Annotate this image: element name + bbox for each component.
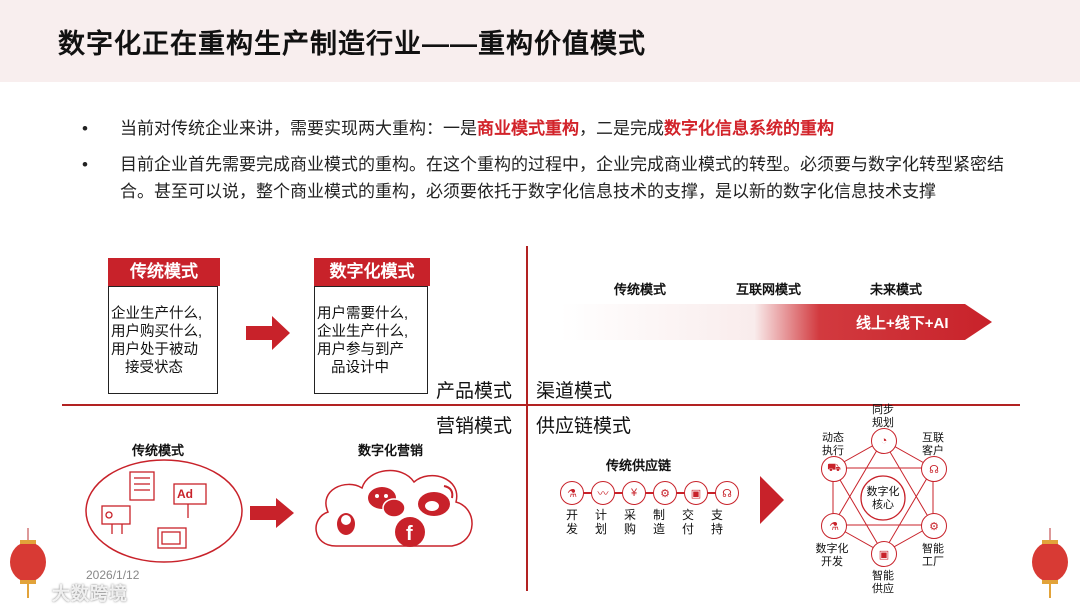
channel-arrow-text: 线上+线下+AI [856,315,949,332]
node-label-sync-planning: 同步规划 [872,404,894,429]
node-label-digital-development: 数字化开发 [815,543,849,568]
headset-icon: ☊ [715,481,739,505]
facebook-icon: f [395,517,425,547]
bullet-1-highlight-1: 商业模式重构 [477,119,579,138]
chart-icon: 〰 [591,481,615,505]
traditional-line: 接受状态 [125,360,183,376]
node-label-smart-factory: 智能工厂 [922,543,944,568]
traditional-model-box: 企业生产什么, 用户购买什么, 用户处于被动 接受状态 [108,286,218,394]
digital-development-icon: ⚗ [821,513,847,539]
digital-network-diagram [832,439,934,554]
marketing-traditional-title: 传统模式 [132,443,185,458]
bullet-1-mid: ，二是完成 [579,119,664,138]
supply-chain-labels: 开发 计划 采购 制造 交付 支持 [565,508,724,536]
digital-model-header: 数字化模式 [314,258,430,286]
supply-step-label: 计划 [594,508,607,536]
digital-core-label: 数字化核心 [866,486,900,511]
gears-icon: ⚙ [653,481,677,505]
traditional-media-ellipse [85,459,243,563]
supply-chain-steps: ⚗ 〰 ¥ ⚙ ▣ ☊ [560,481,739,505]
weibo-icon [418,485,454,516]
supply-step-label: 采购 [623,508,636,536]
supply-step-label: 制造 [652,508,665,536]
smart-supply-icon: ▣ [871,541,897,567]
digital-model-box: 用户需要什么, 企业生产什么, 用户参与到产 品设计中 [314,286,428,394]
supply-chain-title: 传统供应链 [606,458,672,473]
connected-customer-icon: ☊ [921,456,947,482]
watermark: 大数跨境 [52,584,128,604]
ad-sign-icon [173,483,207,518]
page-title: 数字化正在重构生产制造行业——重构价值模式 [58,29,646,59]
chevron-right-icon [760,476,784,524]
purchase-icon: ¥ [622,481,646,505]
digital-line: 品设计中 [331,360,389,376]
arrow-right-icon [250,498,294,528]
channel-stage-traditional: 传统模式 [614,282,667,297]
channel-stage-internet: 互联网模式 [736,282,802,297]
svg-text:f: f [406,523,413,545]
qq-icon [337,513,355,535]
truck-icon: ▣ [684,481,708,505]
header-band [0,0,1080,82]
bullet-dot: • [82,119,88,138]
traditional-model-header: 传统模式 [108,258,220,286]
footer-date: 2026/1/12 [86,568,140,582]
lantern-left-icon [10,528,46,598]
billboard-icon [101,505,131,534]
bullet-1: • 当前对传统企业来讲，需要实现两大重构：一是商业模式重构，二是完成数字化信息系… [82,115,982,142]
supply-step-label: 支持 [710,508,723,536]
sync-planning-icon: ◔ [871,428,897,454]
digital-channels-cloud: f [315,469,473,547]
ad-label: Ad [177,487,193,501]
quadrant-label-marketing: 营销模式 [436,416,513,437]
marketing-digital-title: 数字化营销 [358,443,424,458]
quadrant-horizontal-divider [62,404,1020,406]
arrow-right-icon [246,316,290,350]
quadrant-label-supply-chain: 供应链模式 [536,416,632,437]
channel-stage-future: 未来模式 [870,282,923,297]
node-label-connected-customer: 互联客户 [922,432,944,457]
smart-factory-icon: ⚙ [921,513,947,539]
tv-icon [157,527,187,549]
traditional-line: 企业生产什么, [111,306,203,322]
lantern-right-icon [1032,528,1068,598]
digital-line: 企业生产什么, [317,324,409,340]
digital-line: 用户参与到产 [317,342,404,358]
wechat-icon [368,487,406,518]
flask-icon: ⚗ [560,481,584,505]
channel-evolution-arrow [560,304,992,340]
bullet-1-highlight-2: 数字化信息系统的重构 [664,119,834,138]
supply-step-label: 交付 [681,508,694,536]
supply-step-label: 开发 [565,508,578,536]
bullet-1-text: 当前对传统企业来讲，需要实现两大重构：一是 [120,119,477,138]
traditional-line: 用户处于被动 [111,342,198,358]
traditional-line: 用户购买什么, [111,324,203,340]
quadrant-label-product: 产品模式 [436,381,513,402]
dynamic-execution-icon: ⛟ [821,456,847,482]
node-label-smart-supply: 智能供应 [872,570,894,595]
bullet-2-text: 目前企业首先需要完成商业模式的重构。在这个重构的过程中，企业完成商业模式的转型。… [120,155,1004,201]
newspaper-icon [129,471,155,501]
quadrant-vertical-divider [526,246,528,591]
bullet-2-dot: • [82,155,88,174]
quadrant-label-channel: 渠道模式 [536,381,613,402]
digital-line: 用户需要什么, [317,306,409,322]
node-label-dynamic-execution: 动态执行 [822,432,844,457]
